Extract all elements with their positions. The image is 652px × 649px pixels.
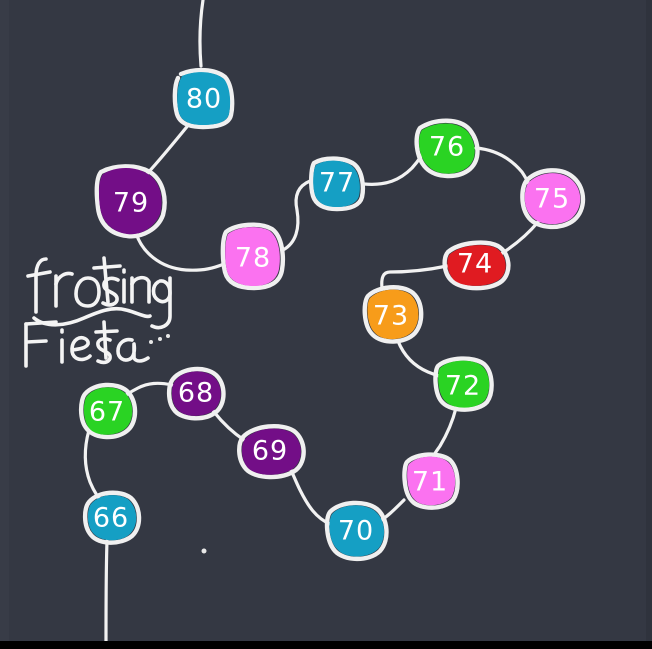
node-66-fill xyxy=(87,495,137,541)
edge-78-77 xyxy=(281,179,312,252)
edge-70-69 xyxy=(288,466,332,526)
node-67[interactable]: 67 xyxy=(78,382,138,440)
node-77[interactable]: 77 xyxy=(309,156,366,212)
node-76-fill xyxy=(419,123,475,174)
node-70-fill xyxy=(329,505,385,557)
node-80-fill xyxy=(177,72,231,125)
node-72[interactable]: 72 xyxy=(433,356,494,412)
node-69[interactable]: 69 xyxy=(237,424,306,480)
node-80[interactable]: 80 xyxy=(172,68,235,130)
node-76[interactable]: 76 xyxy=(414,118,480,179)
edge-bottom-tail xyxy=(104,539,109,643)
canvas-left-edge-strip xyxy=(0,0,9,641)
edge-top-tail xyxy=(198,0,205,68)
node-71-outline xyxy=(402,452,460,510)
edge-80-79 xyxy=(143,121,192,178)
node-70-label: 70 xyxy=(338,516,374,547)
node-76-label: 76 xyxy=(429,132,465,163)
node-69-outline xyxy=(237,424,306,480)
node-71[interactable]: 71 xyxy=(402,452,460,510)
node-78-label: 78 xyxy=(235,243,271,274)
stray-dot-mark xyxy=(201,548,207,554)
edge-group xyxy=(83,0,540,643)
edge-75-74 xyxy=(495,220,540,262)
node-70-outline xyxy=(324,500,389,562)
node-79-label: 79 xyxy=(113,188,149,219)
node-74-outline xyxy=(442,240,511,291)
edge-79-78 xyxy=(134,231,226,272)
node-73[interactable]: 73 xyxy=(362,285,424,344)
node-77-fill xyxy=(313,160,360,207)
node-67-outline xyxy=(78,382,138,440)
node-72-label: 72 xyxy=(445,371,481,402)
node-75-fill xyxy=(524,173,581,225)
node-80-label: 80 xyxy=(186,84,222,115)
node-78-outline xyxy=(220,222,286,291)
canvas-right-edge-strip xyxy=(646,0,652,641)
annotation-line-fiesta xyxy=(24,320,170,368)
node-72-fill xyxy=(438,360,490,408)
node-66-label: 66 xyxy=(93,503,129,534)
node-68-fill xyxy=(171,371,221,416)
node-73-outline xyxy=(362,285,424,344)
node-74-fill xyxy=(447,245,506,286)
node-75[interactable]: 75 xyxy=(520,168,586,230)
node-71-label: 71 xyxy=(412,467,448,498)
node-76-outline xyxy=(414,118,480,179)
node-66-outline xyxy=(82,490,142,545)
bottom-black-bar xyxy=(0,641,652,649)
node-78[interactable]: 78 xyxy=(220,222,286,291)
node-79[interactable]: 79 xyxy=(94,164,167,239)
node-71-fill xyxy=(407,456,456,506)
handwritten-annotation xyxy=(24,256,172,368)
node-79-fill xyxy=(99,168,162,235)
node-69-label: 69 xyxy=(252,436,288,467)
node-67-label: 67 xyxy=(89,397,125,428)
node-69-fill xyxy=(241,428,301,475)
node-66[interactable]: 66 xyxy=(82,490,142,545)
node-72-outline xyxy=(433,356,494,412)
node-75-label: 75 xyxy=(534,184,570,215)
node-68[interactable]: 68 xyxy=(166,366,226,421)
node-73-fill xyxy=(367,289,419,340)
node-68-outline xyxy=(166,366,226,421)
node-67-fill xyxy=(83,387,133,435)
node-77-outline xyxy=(309,156,366,212)
node-70[interactable]: 70 xyxy=(324,500,389,562)
node-73-label: 73 xyxy=(373,301,409,332)
node-79-outline xyxy=(94,164,167,239)
annotation-line-frosting xyxy=(26,256,172,330)
node-75-outline xyxy=(520,168,586,230)
node-77-label: 77 xyxy=(319,168,355,199)
node-68-label: 68 xyxy=(178,378,214,409)
edge-76-75 xyxy=(474,146,532,188)
node-74-label: 74 xyxy=(457,249,493,280)
node-78-fill xyxy=(225,227,280,286)
edge-74-73 xyxy=(380,264,449,290)
node-74[interactable]: 74 xyxy=(442,240,511,291)
node-80-outline xyxy=(172,68,235,130)
